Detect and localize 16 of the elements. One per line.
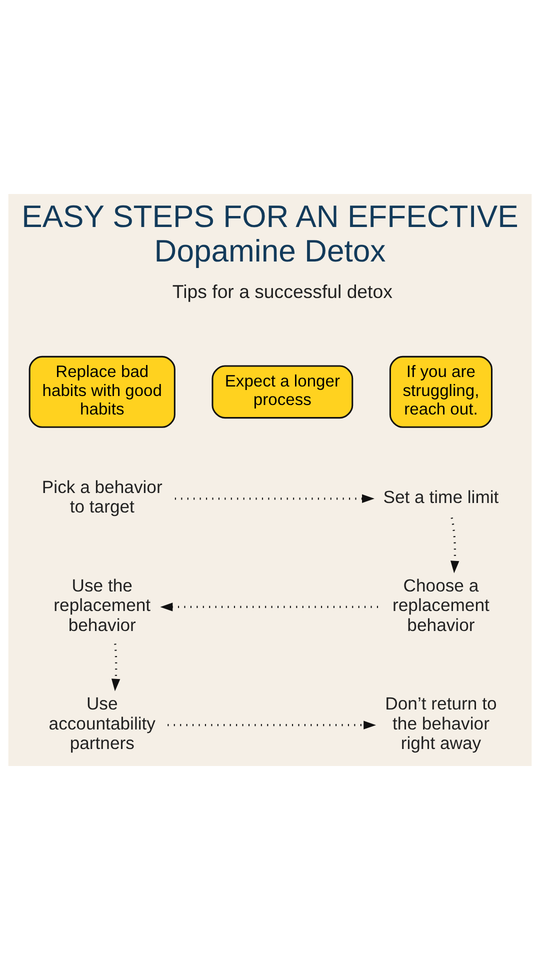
node-text: Don’t return to the behavior right away xyxy=(385,694,497,754)
node-box: If you are struggling, reach out. xyxy=(389,356,493,428)
node-text: Set a time limit xyxy=(383,486,499,507)
diagram-title: EASY STEPS FOR AN EFFECTIVE Dopamine Detox xyxy=(22,199,518,268)
node-text: Pick a behavior to target xyxy=(42,477,162,517)
arrow xyxy=(450,518,460,574)
node-text: Use accountability partners xyxy=(48,694,156,754)
arrow xyxy=(111,644,120,692)
node-text: Choose a replacement behavior xyxy=(392,576,490,635)
arrow xyxy=(168,720,376,730)
node-text: Use the replacement behavior xyxy=(54,576,151,635)
node-box: Expect a longer process xyxy=(212,365,354,419)
node-box: Replace bad habits with good habits xyxy=(28,356,176,428)
label: Tips for a successful detox xyxy=(172,281,392,302)
arrow xyxy=(160,602,380,612)
arrow xyxy=(174,494,374,504)
